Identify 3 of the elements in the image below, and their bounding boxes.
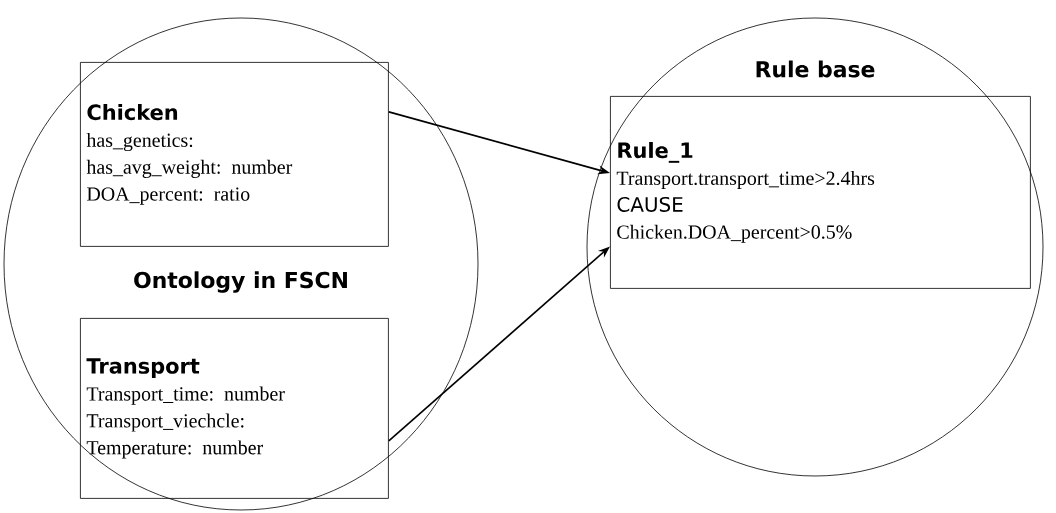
text-box: Chicken has_genetics: has_avg_weight: number DOA_percent: ratio xyxy=(80,62,389,247)
text-box: Rule_1 Transport.transport_time>2.4hrs CAUSE Chicken.DOA_percent>0.5% xyxy=(610,96,1031,289)
text-box: Transport Transport_time: number Transport_viechcle: Temperature: number xyxy=(80,318,389,499)
